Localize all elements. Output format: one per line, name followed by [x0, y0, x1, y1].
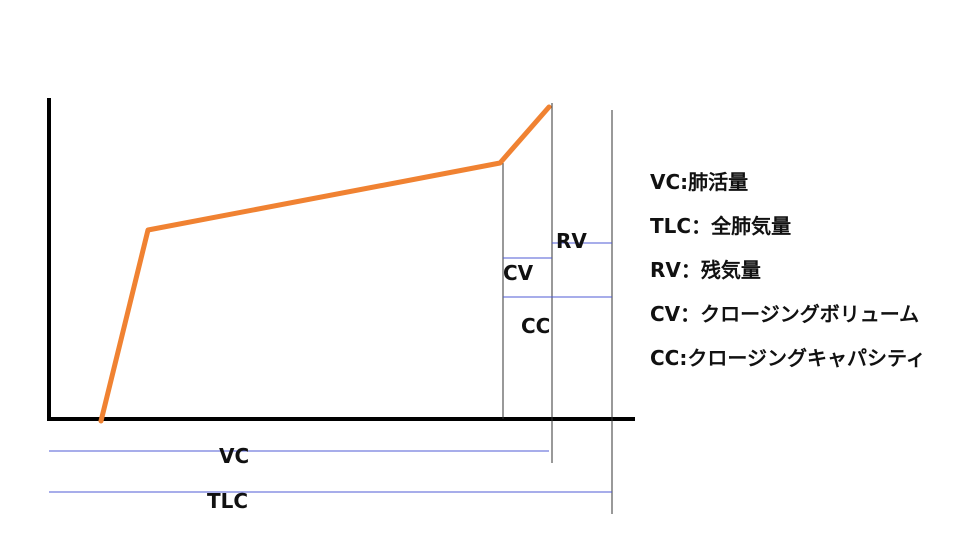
legend-item-cc: CC:クロージングキャパシティ	[650, 346, 926, 370]
legend-item-vc: VC:肺活量	[650, 170, 749, 194]
vc-label: VC	[219, 444, 249, 468]
rv-label: RV	[556, 229, 587, 253]
tlc-label: TLC	[207, 489, 248, 513]
cc-label: CC	[521, 314, 550, 338]
legend-item-tlc: TLC：全肺気量	[650, 214, 792, 238]
nitrogen-washout-curve	[98, 104, 552, 424]
cv-label: CV	[503, 261, 534, 285]
legend-item-rv: RV：残気量	[650, 258, 761, 282]
legend-item-cv: CV：クロージングボリューム	[650, 302, 920, 326]
legend: VC:肺活量 TLC：全肺気量 RV：残気量 CV：クロージングボリューム CC…	[650, 168, 926, 388]
